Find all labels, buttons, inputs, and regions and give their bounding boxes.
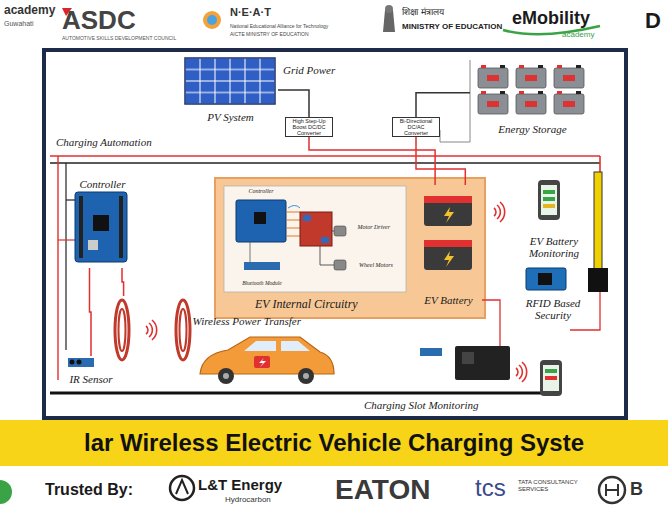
converter-label: High Step-Up Boost DC/DC Converter [288, 118, 330, 137]
node-label: Controller [248, 188, 273, 195]
bluetooth-module: Bluetooth Module [232, 258, 292, 286]
connector-line [90, 268, 92, 356]
text-label: शिक्षा मंत्रालय [402, 7, 444, 17]
text-label: MINISTRY OF EDUCATION [402, 22, 502, 31]
node-label: PV System [207, 111, 254, 124]
wireless-coils: Wireless Power Transfer [112, 296, 305, 366]
node-label: EV Internal Circuitry [255, 298, 358, 312]
ev-circuitry-panel: EV Internal Circuitry ControllerMotor Dri… [215, 178, 485, 318]
connector-line [416, 137, 465, 185]
text-label: B [630, 479, 643, 500]
text-label: eMobility [512, 8, 590, 29]
ev-battery: EV Battery [415, 185, 482, 315]
node-label: IR Sensor [69, 373, 112, 386]
pv-panel: PV System [183, 56, 278, 124]
node-label: Wheel Motors [359, 262, 393, 269]
node-label: Wireless Power Transfer [193, 315, 301, 328]
text-label: ASDC [62, 6, 136, 36]
connector-line [416, 93, 470, 117]
converter-box: Bi-Directional DC/AC Converter [392, 117, 440, 137]
controller-board: Controller [70, 178, 135, 268]
node-label: Motor Driver [358, 224, 391, 231]
rfid-module: RFID Based Security [518, 266, 588, 322]
text-label: L&T Energy [198, 476, 282, 493]
node-label: Controller [79, 178, 125, 191]
slot-monitor: Charging Slot Monitoring [360, 340, 520, 414]
node-label: RFID Based Security [518, 297, 588, 322]
node-label: Bluetooth Module [242, 280, 282, 286]
connector-line [278, 90, 309, 117]
text-label: academy [4, 4, 55, 18]
text-label: AICTE MINISTRY OF EDUCATION [230, 32, 309, 38]
text-label: Guwahati [4, 20, 34, 28]
text-label: Charging Automation [56, 136, 152, 149]
converter-box: High Step-Up Boost DC/DC Converter [285, 117, 333, 137]
text-label: EATON [335, 474, 430, 506]
battery-monitor-phone: EV Battery Monitoring [520, 178, 588, 260]
node-label: Energy Storage [498, 123, 566, 136]
node-label: EV Battery [424, 294, 472, 307]
text-label: National Educational Alliance for Techno… [230, 24, 328, 30]
text-label: D [645, 8, 661, 33]
text-label: Grid Power [283, 64, 335, 77]
text-label: AUTOMOTIVE SKILLS DEVELOPMENT COUNCIL [62, 36, 176, 42]
node-label: EV Battery Monitoring [520, 235, 588, 260]
text-label: Trusted By: [45, 481, 133, 499]
node-label: Charging Slot Monitoring [364, 399, 479, 412]
text-label: tcs [475, 474, 506, 502]
text-label: academy [562, 30, 594, 39]
connector-line [122, 268, 124, 296]
text-label: Hydrocarbon [225, 495, 271, 504]
energy-storage: Energy Storage [470, 60, 595, 136]
banner-title: lar Wireless Electric Vehicle Charging S… [0, 425, 668, 461]
motor-driver: Motor Driver [300, 205, 390, 250]
text-label: TATA CONSULTANCY SERVICES [518, 479, 580, 493]
wheel-motors: Wheel Motors [350, 252, 402, 278]
text-label: N·E·A·T [230, 6, 271, 19]
ir-sensor: IR Sensor [60, 356, 122, 386]
converter-label: Bi-Directional DC/AC Converter [395, 118, 437, 137]
controller-board: Controller [228, 188, 294, 246]
